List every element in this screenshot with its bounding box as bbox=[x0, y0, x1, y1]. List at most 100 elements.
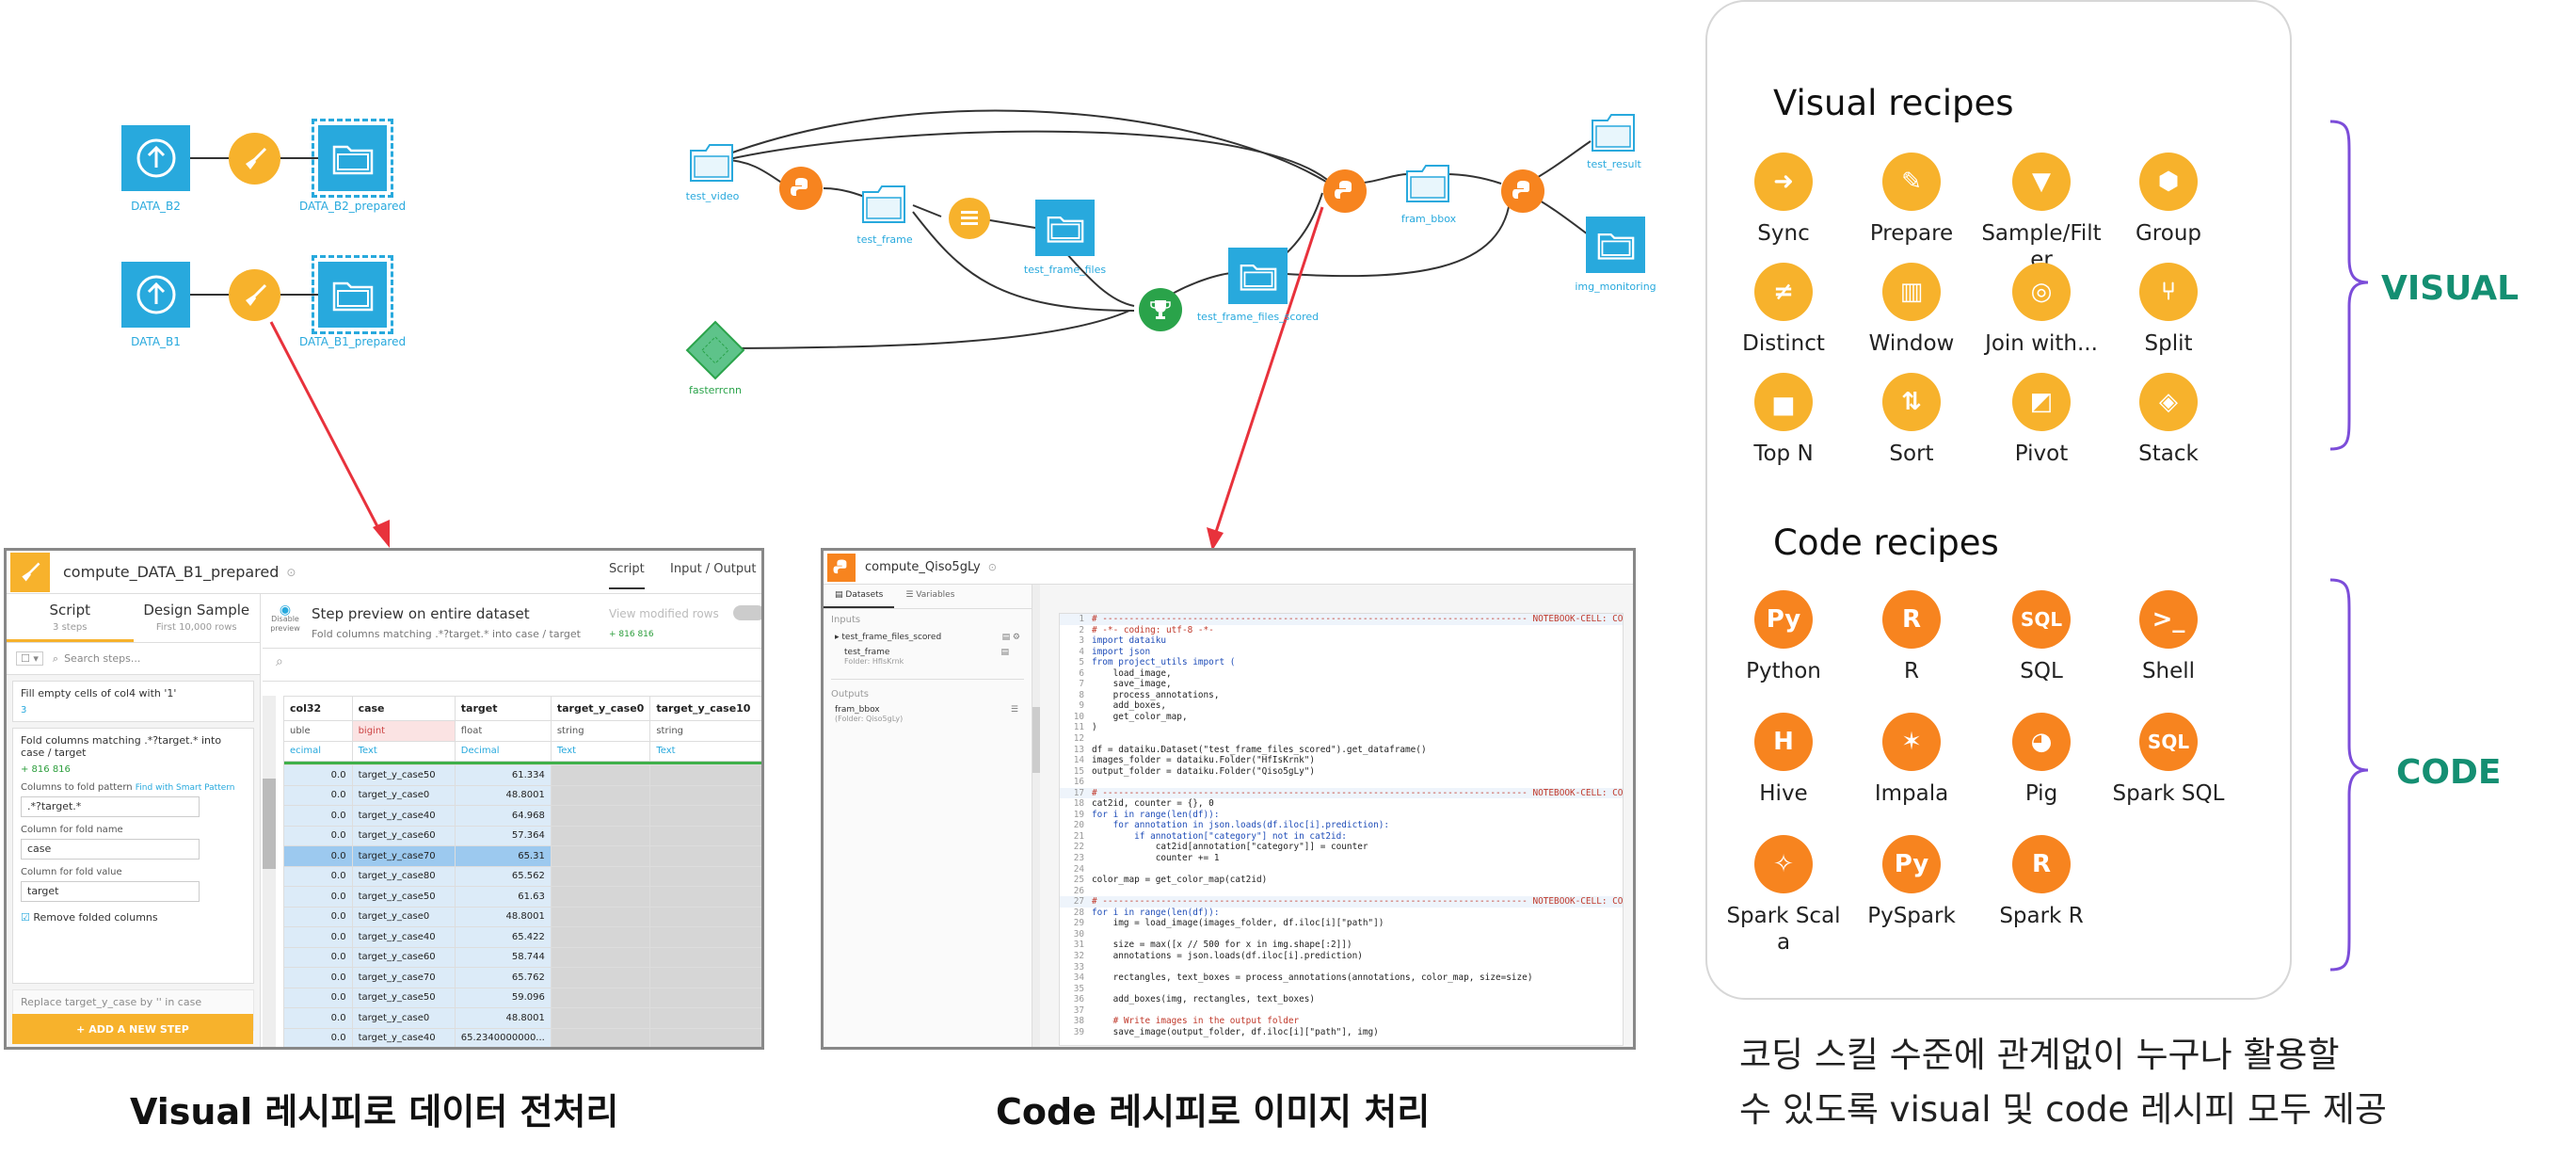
output-folder-item[interactable]: fram_bbox ☰ (Folder: Qiso5gLy) bbox=[835, 705, 1018, 723]
table-cell[interactable]: 61.334 bbox=[454, 764, 552, 786]
input-folder-item[interactable]: test_frame ▤ Folder: HfIsKrnk bbox=[844, 648, 1009, 666]
table-cell[interactable] bbox=[649, 764, 761, 786]
table-cell[interactable] bbox=[550, 886, 651, 908]
table-cell[interactable]: 0.0 bbox=[283, 987, 353, 1008]
folder-test-video[interactable] bbox=[689, 139, 736, 188]
tab-variables[interactable]: ☰ Variables bbox=[905, 590, 955, 600]
table-cell[interactable]: target_y_case0 bbox=[351, 906, 456, 927]
folder-fram-bbox[interactable] bbox=[1405, 160, 1452, 209]
table-cell[interactable]: 0.0 bbox=[283, 967, 353, 988]
dataset-test-frame-files-scored[interactable] bbox=[1228, 248, 1288, 304]
recipe-item[interactable]: ◈Stack bbox=[2107, 373, 2230, 467]
tab-input-output[interactable]: Input / Output bbox=[670, 562, 757, 576]
table-cell[interactable] bbox=[550, 805, 651, 827]
checkbox-checked-icon[interactable]: ☑ bbox=[21, 911, 30, 924]
table-cell[interactable] bbox=[550, 865, 651, 887]
recipe-item[interactable]: ≠Distinct bbox=[1722, 263, 1845, 357]
smart-pattern-link[interactable]: Find with Smart Pattern bbox=[135, 783, 235, 793]
table-cell[interactable]: 0.0 bbox=[283, 946, 353, 968]
recipe-item[interactable]: ◕Pig bbox=[1980, 713, 2103, 807]
table-cell[interactable] bbox=[550, 987, 651, 1008]
table-cell[interactable] bbox=[649, 805, 761, 827]
prepare-recipe-icon[interactable] bbox=[229, 269, 280, 321]
tab-script[interactable]: Script bbox=[609, 562, 645, 589]
column-header[interactable]: target bbox=[454, 696, 552, 721]
dataset-icon-data-b2-prepared[interactable] bbox=[312, 119, 393, 198]
search-steps[interactable]: ☐ ▾ ⌕ Search steps... bbox=[7, 643, 260, 675]
table-cell[interactable]: 0.0 bbox=[283, 825, 353, 846]
table-cell[interactable] bbox=[649, 825, 761, 846]
table-cell[interactable] bbox=[550, 764, 651, 786]
menu-icon[interactable]: ☰ bbox=[1010, 705, 1018, 715]
table-cell[interactable] bbox=[649, 845, 761, 867]
table-cell[interactable]: 61.63 bbox=[454, 886, 552, 908]
fold-name-input[interactable]: case bbox=[21, 839, 200, 860]
table-cell[interactable] bbox=[550, 825, 651, 846]
settings-icon[interactable]: ▤ ⚙ bbox=[1001, 633, 1020, 642]
dataset-icon-data-b1-prepared[interactable] bbox=[312, 255, 393, 334]
folder-test-result[interactable] bbox=[1591, 109, 1638, 158]
table-cell[interactable]: 48.8001 bbox=[454, 1007, 552, 1029]
dataset-icon-data-b1[interactable] bbox=[121, 262, 190, 328]
table-cell[interactable]: 0.0 bbox=[283, 1007, 353, 1029]
search-icon[interactable]: ⌕ bbox=[276, 654, 283, 669]
folder-test-frame[interactable] bbox=[861, 181, 908, 230]
recipe-item[interactable]: ⇅Sort bbox=[1850, 373, 1973, 467]
python-recipe-node[interactable] bbox=[1501, 169, 1544, 213]
table-cell[interactable] bbox=[649, 886, 761, 908]
recipe-item[interactable]: ➜Sync bbox=[1722, 153, 1845, 247]
table-cell[interactable]: 48.8001 bbox=[454, 784, 552, 806]
table-cell[interactable] bbox=[550, 1027, 651, 1047]
input-dataset-item[interactable]: ▸ test_frame_files_scored ▤ ⚙ bbox=[835, 633, 1020, 642]
remove-folded-option[interactable]: ☑ Remove folded columns bbox=[21, 911, 158, 924]
splitter-handle[interactable] bbox=[1032, 707, 1040, 773]
code-editor[interactable]: 1# -------------------------------------… bbox=[1059, 613, 1624, 1046]
table-cell[interactable] bbox=[550, 906, 651, 927]
dataset-icon-data-b2[interactable] bbox=[121, 125, 190, 191]
table-cell[interactable]: 0.0 bbox=[283, 926, 353, 948]
table-cell[interactable]: target_y_case60 bbox=[351, 825, 456, 846]
recipe-item[interactable]: ◩Pivot bbox=[1980, 373, 2103, 467]
table-cell[interactable] bbox=[649, 1027, 761, 1047]
table-cell[interactable]: 0.0 bbox=[283, 784, 353, 806]
scrollbar-track[interactable] bbox=[263, 696, 276, 1047]
table-cell[interactable]: target_y_case50 bbox=[351, 987, 456, 1008]
fold-pattern-input[interactable]: .*?target.* bbox=[21, 796, 200, 817]
prepare-recipe-icon[interactable] bbox=[229, 133, 280, 185]
table-cell[interactable]: target_y_case60 bbox=[351, 946, 456, 968]
split-recipe-node[interactable] bbox=[949, 198, 990, 239]
table-cell[interactable]: 48.8001 bbox=[454, 906, 552, 927]
column-header[interactable]: target_y_case0 bbox=[550, 696, 651, 721]
table-cell[interactable]: 57.364 bbox=[454, 825, 552, 846]
table-cell[interactable] bbox=[649, 865, 761, 887]
table-cell[interactable]: 0.0 bbox=[283, 1027, 353, 1047]
table-cell[interactable]: 58.744 bbox=[454, 946, 552, 968]
dataset-img-monitoring[interactable] bbox=[1586, 217, 1645, 273]
table-cell[interactable]: target_y_case70 bbox=[351, 967, 456, 988]
info-icon[interactable]: ⊙ bbox=[286, 565, 296, 579]
add-step-button[interactable]: + ADD A NEW STEP bbox=[12, 1014, 253, 1044]
info-icon[interactable]: ⊙ bbox=[987, 561, 997, 573]
table-cell[interactable] bbox=[649, 946, 761, 968]
table-cell[interactable]: 0.0 bbox=[283, 886, 353, 908]
table-cell[interactable]: target_y_case50 bbox=[351, 886, 456, 908]
table-cell[interactable]: target_y_case0 bbox=[351, 784, 456, 806]
table-cell[interactable]: target_y_case50 bbox=[351, 764, 456, 786]
view-modified-toggle[interactable] bbox=[733, 605, 761, 620]
table-cell[interactable]: 0.0 bbox=[283, 906, 353, 927]
